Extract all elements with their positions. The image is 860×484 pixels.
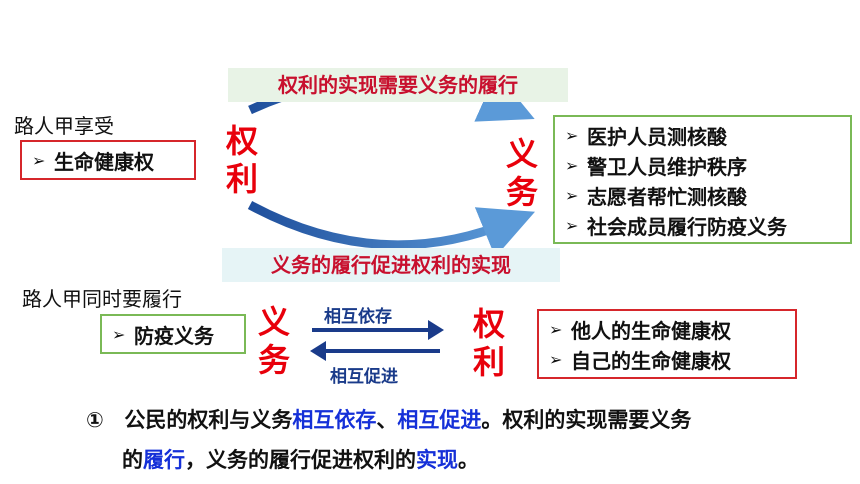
arrow-right-head: [428, 320, 444, 340]
char: 务: [505, 173, 538, 211]
char: 义: [257, 303, 290, 341]
bottom-right-word: 权 利: [469, 305, 509, 381]
triangle-bullet-icon: ➢: [32, 150, 46, 170]
triangle-bullet-icon: ➢: [549, 349, 563, 369]
summary-text: 公民的权利与义务: [124, 408, 293, 432]
triangle-bullet-icon: ➢: [112, 324, 126, 344]
summary-highlight: 相互促进: [397, 408, 482, 432]
triangle-bullet-icon: ➢: [565, 125, 579, 145]
list-item: ➢ 生命健康权: [32, 145, 184, 175]
char: 义: [505, 135, 538, 173]
list-item: ➢ 他人的生命健康权: [549, 314, 785, 344]
left-bottom-box: ➢ 防疫义务: [100, 314, 246, 354]
item-text: 防疫义务: [134, 323, 214, 348]
summary-text: 、: [376, 408, 398, 432]
summary-marker: ①: [86, 408, 104, 432]
char: 利: [225, 160, 258, 198]
summary-text: 。: [458, 448, 479, 472]
summary-highlight: 实现: [416, 448, 458, 472]
summary-text: ，义务的履行促进权利的: [185, 448, 416, 472]
left-top-label: 路人甲享受: [14, 114, 114, 138]
summary-text: 的: [122, 448, 143, 472]
item-text: 志愿者帮忙测核酸: [587, 184, 747, 209]
list-item: ➢ 医护人员测核酸: [565, 120, 840, 150]
char: 权: [472, 305, 505, 343]
triangle-bullet-icon: ➢: [549, 319, 563, 339]
cycle-right-word: 义 务: [502, 135, 542, 211]
middle-banner: 义务的履行促进权利的实现: [222, 248, 560, 282]
summary-text: 。权利的实现需要义务: [481, 408, 692, 432]
arrow-left-label: 相互促进: [330, 367, 398, 387]
summary-line-2: 的履行，义务的履行促进权利的实现。: [86, 440, 846, 480]
arrow-left-head: [310, 341, 326, 361]
char: 利: [472, 343, 505, 381]
summary-line-1: ① 公民的权利与义务相互依存、相互促进。权利的实现需要义务: [86, 400, 846, 440]
item-text: 他人的生命健康权: [571, 318, 731, 343]
item-text: 医护人员测核酸: [587, 124, 727, 149]
summary-highlight: 履行: [143, 448, 185, 472]
right-bottom-box: ➢ 他人的生命健康权 ➢ 自己的生命健康权: [537, 309, 797, 379]
item-text: 警卫人员维护秩序: [587, 154, 747, 179]
summary: ① 公民的权利与义务相互依存、相互促进。权利的实现需要义务 的履行，义务的履行促…: [86, 400, 846, 480]
item-text: 社会成员履行防疫义务: [587, 214, 787, 239]
summary-highlight: 相互依存: [292, 408, 377, 432]
triangle-bullet-icon: ➢: [565, 215, 579, 235]
bottom-cycle-arc: [247, 201, 536, 258]
list-item: ➢ 志愿者帮忙测核酸: [565, 180, 840, 210]
list-item: ➢ 警卫人员维护秩序: [565, 150, 840, 180]
right-top-box: ➢ 医护人员测核酸 ➢ 警卫人员维护秩序 ➢ 志愿者帮忙测核酸 ➢ 社会成员履行…: [553, 115, 852, 244]
bottom-left-word: 义 务: [254, 303, 294, 379]
triangle-bullet-icon: ➢: [565, 155, 579, 175]
list-item: ➢ 防疫义务: [112, 319, 234, 349]
top-banner: 权利的实现需要义务的履行: [228, 68, 568, 102]
left-bottom-label: 路人甲同时要履行: [22, 287, 182, 311]
triangle-bullet-icon: ➢: [565, 185, 579, 205]
arrow-right-label: 相互依存: [324, 307, 392, 327]
item-text: 自己的生命健康权: [571, 348, 731, 373]
cycle-left-word: 权 利: [222, 122, 262, 198]
list-item: ➢ 自己的生命健康权: [549, 344, 785, 374]
char: 权: [225, 122, 258, 160]
list-item: ➢ 社会成员履行防疫义务: [565, 210, 840, 240]
item-text: 生命健康权: [54, 149, 154, 174]
char: 务: [257, 341, 290, 379]
left-top-box: ➢ 生命健康权: [20, 140, 196, 180]
